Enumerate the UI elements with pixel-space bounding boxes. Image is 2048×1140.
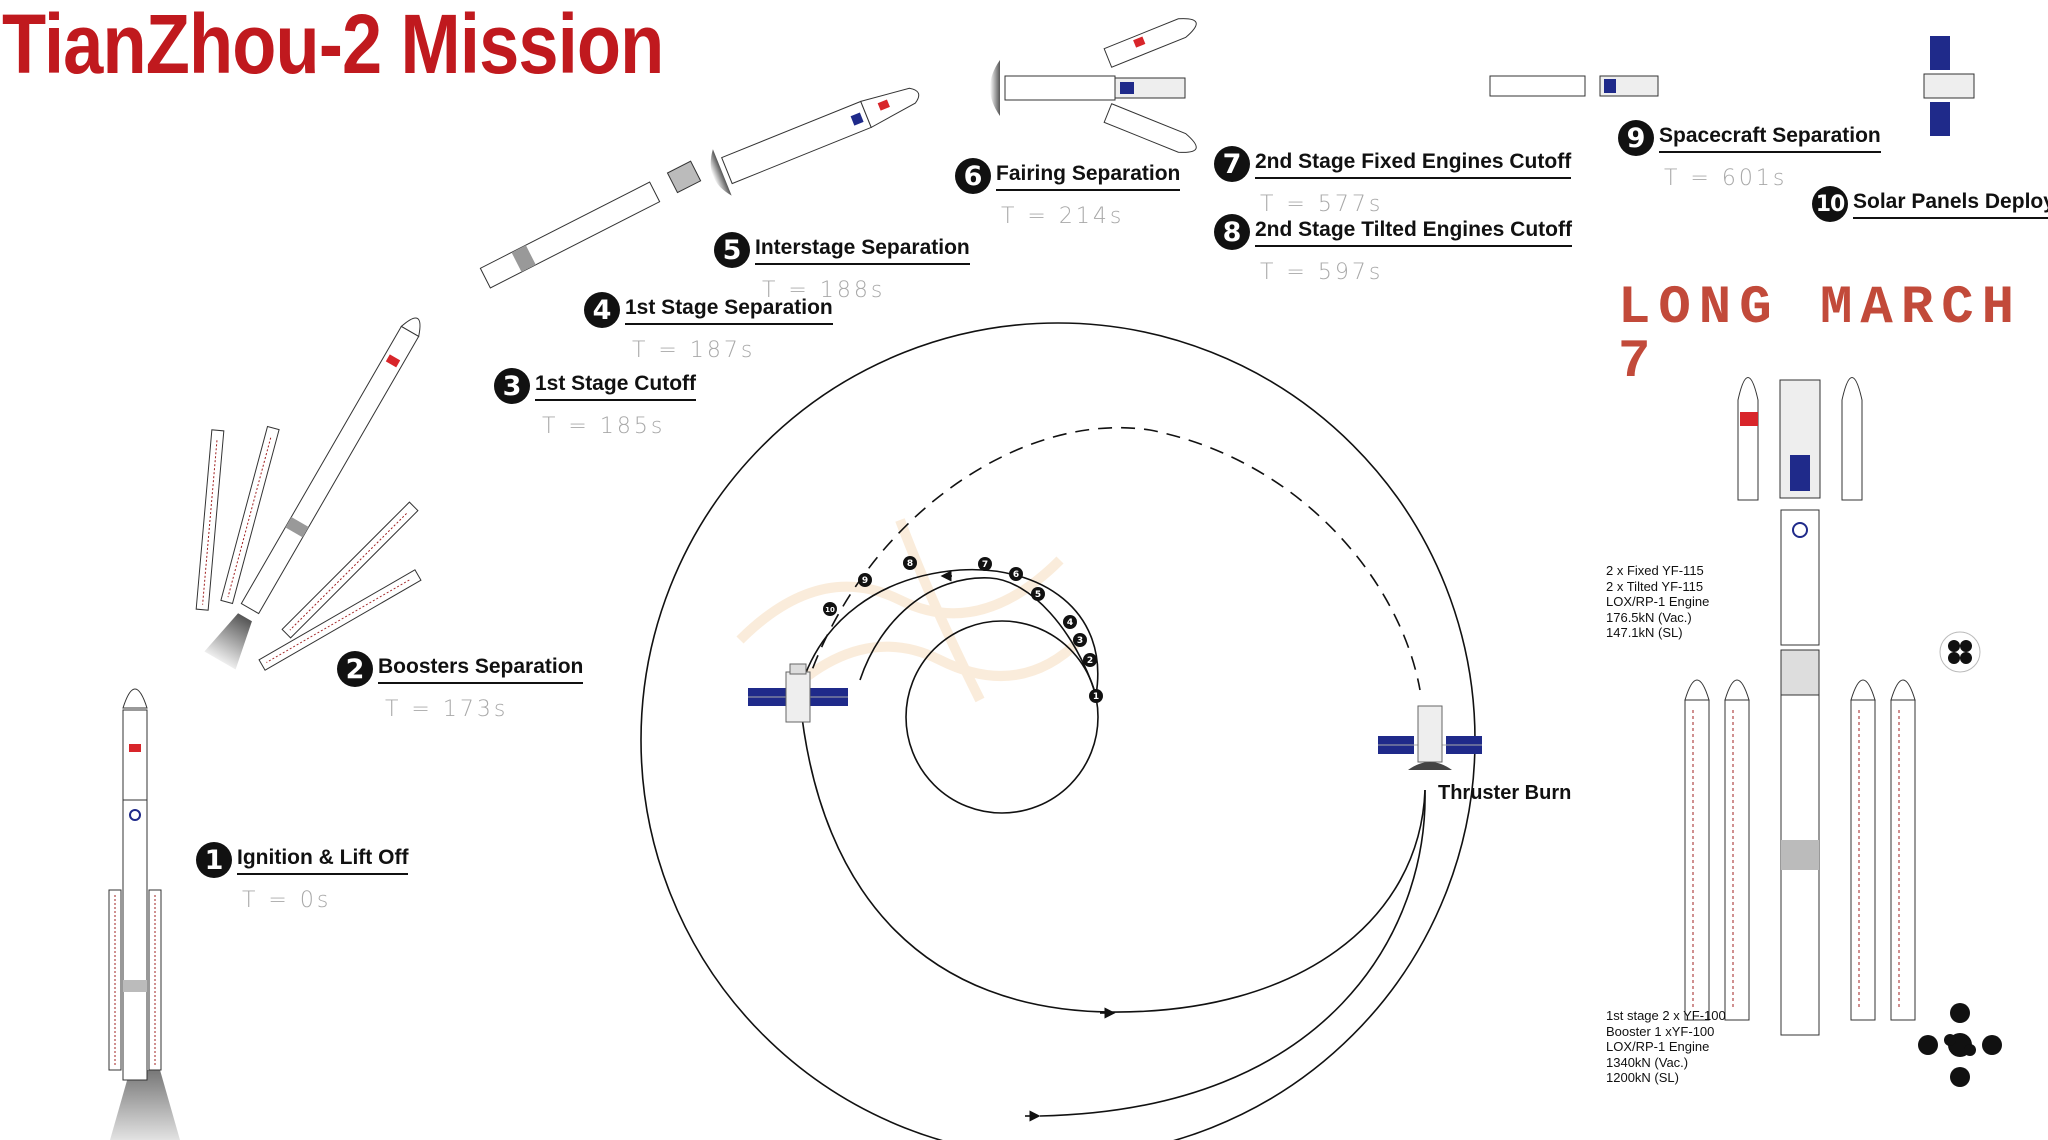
spec-line: 147.1kN (SL) bbox=[1606, 625, 1683, 640]
orbit-marker-10 bbox=[823, 602, 837, 616]
second-stage-spec: 2 x Fixed YF-115 2 x Tilted YF-115 LOX/R… bbox=[1606, 563, 1709, 641]
orbit-marker-6 bbox=[1009, 567, 1023, 581]
step-time: T = 577s bbox=[1260, 192, 1384, 217]
spacecraft-panels-deployed bbox=[1923, 36, 1975, 136]
step-time: T = 188s bbox=[762, 278, 886, 303]
booster-right-2 bbox=[258, 569, 422, 671]
spec-line: 1200kN (SL) bbox=[1606, 1070, 1679, 1085]
orbit-marker-1 bbox=[1089, 689, 1103, 703]
step-number-badge: 2 bbox=[337, 651, 373, 687]
orbit-marker-4 bbox=[1063, 615, 1077, 629]
orbit-marker-8 bbox=[903, 556, 917, 570]
ascent-path-inner bbox=[799, 568, 1099, 696]
rocket-booster-separation bbox=[204, 317, 421, 670]
orbit-marker-3 bbox=[1073, 633, 1087, 647]
booster-left-1 bbox=[195, 429, 225, 611]
step-label: 2nd Stage Fixed Engines Cutoff bbox=[1255, 150, 1572, 179]
rocket-liftoff bbox=[108, 688, 180, 1140]
spec-line: Booster 1 xYF-100 bbox=[1606, 1023, 1715, 1039]
orbit-marker-label: 1 bbox=[1093, 692, 1099, 702]
step-number-badge: 7 bbox=[1214, 146, 1250, 182]
ascent-trajectory bbox=[859, 577, 1097, 696]
long-march-7-logo: LONG MARCH 7 bbox=[1618, 278, 2023, 393]
long-march-7-rocket bbox=[1684, 377, 1916, 1036]
spec-line: 2 x Tilted YF-115 bbox=[1606, 578, 1704, 594]
orbit-marker-label: 2 bbox=[1087, 656, 1093, 666]
orbit-marker-label: 3 bbox=[1077, 636, 1083, 646]
orbit-marker-label: 6 bbox=[1013, 570, 1019, 580]
first-stage-spec: 1st stage 2 x YF-100 Booster 1 xYF-100 L… bbox=[1606, 1008, 1726, 1086]
step-label: 1st Stage Cutoff bbox=[535, 372, 697, 401]
orbit-marker-label: 5 bbox=[1035, 590, 1041, 600]
step-number-badge: 4 bbox=[584, 292, 620, 328]
booster-left-2 bbox=[220, 425, 280, 605]
lower-orbit-path-2 bbox=[1039, 789, 1426, 1117]
step-number-badge: 5 bbox=[714, 232, 750, 268]
spec-line: 176.5kN (Vac.) bbox=[1606, 609, 1692, 625]
fairing-separation bbox=[990, 18, 1197, 153]
step-time: T = 597s bbox=[1260, 260, 1384, 285]
orbit-diagram bbox=[640, 322, 1476, 1140]
watermark-logo bbox=[736, 518, 1084, 704]
step-time: T = 214s bbox=[1001, 204, 1125, 229]
stage-separation bbox=[479, 160, 702, 289]
orbit-marker-7 bbox=[978, 557, 992, 571]
step-label: Spacecraft Separation bbox=[1659, 124, 1881, 153]
step-number-badge: 10 bbox=[1812, 186, 1848, 222]
step-label: Interstage Separation bbox=[755, 236, 970, 265]
thruster-burn-label: Thruster Burn bbox=[1438, 782, 1572, 804]
orbit-marker-label: 4 bbox=[1067, 618, 1073, 628]
step-time: T = 185s bbox=[542, 414, 666, 439]
step-time: T = 187s bbox=[632, 338, 756, 363]
orbit-marker-label: 10 bbox=[825, 606, 835, 614]
spacecraft-separation bbox=[1489, 75, 1659, 97]
upper-stage-interstage bbox=[710, 87, 920, 196]
second-stage-engine-layout bbox=[1939, 631, 1981, 673]
spec-line: 1st stage 2 x YF-100 bbox=[1606, 1008, 1726, 1023]
step-number-badge: 6 bbox=[955, 158, 991, 194]
orbit-marker-2 bbox=[1083, 653, 1097, 667]
spec-line: LOX/RP-1 Engine bbox=[1606, 1039, 1710, 1054]
target-orbit bbox=[640, 322, 1476, 1140]
step-label: Fairing Separation bbox=[996, 162, 1181, 191]
spec-line: 2 x Fixed YF-115 bbox=[1606, 563, 1704, 578]
orbit-marker-label: 9 bbox=[862, 576, 868, 586]
booster-right-1 bbox=[281, 501, 419, 639]
step-label: Ignition & Lift Off bbox=[237, 846, 409, 875]
orbit-marker-9 bbox=[858, 573, 872, 587]
step-number-badge: 9 bbox=[1618, 120, 1654, 156]
step-time: T = 173s bbox=[385, 697, 509, 722]
page-title: TianZhou-2 Mission bbox=[2, 0, 664, 91]
step-number-badge: 3 bbox=[494, 368, 530, 404]
orbit-marker-5 bbox=[1031, 587, 1045, 601]
orbit-markers: 1 234 5 6 7 8 9 10 bbox=[823, 556, 1103, 703]
first-stage-engine-layout bbox=[1918, 1003, 2002, 1087]
step-label: Boosters Separation bbox=[378, 655, 584, 684]
step-time: T = 0s bbox=[242, 888, 332, 913]
parking-orbit bbox=[905, 620, 1099, 814]
orbit-marker-label: 7 bbox=[982, 560, 988, 570]
lower-orbit-path bbox=[799, 699, 1426, 1013]
step-number-badge: 8 bbox=[1214, 214, 1250, 250]
spec-line: LOX/RP-1 Engine bbox=[1606, 594, 1710, 609]
step-label: 1st Stage Separation bbox=[625, 296, 833, 325]
transfer-orbit-dashed bbox=[804, 426, 1421, 691]
step-label: 2nd Stage Tilted Engines Cutoff bbox=[1255, 218, 1572, 247]
satellite-left bbox=[748, 663, 848, 723]
spec-line: 1340kN (Vac.) bbox=[1606, 1054, 1689, 1070]
step-number-badge: 1 bbox=[196, 842, 232, 878]
orbit-marker-label: 8 bbox=[907, 559, 913, 569]
satellite-right bbox=[1378, 705, 1482, 770]
step-label: Solar Panels Deploy bbox=[1853, 190, 2048, 219]
step-time: T = 601s bbox=[1664, 166, 1788, 191]
